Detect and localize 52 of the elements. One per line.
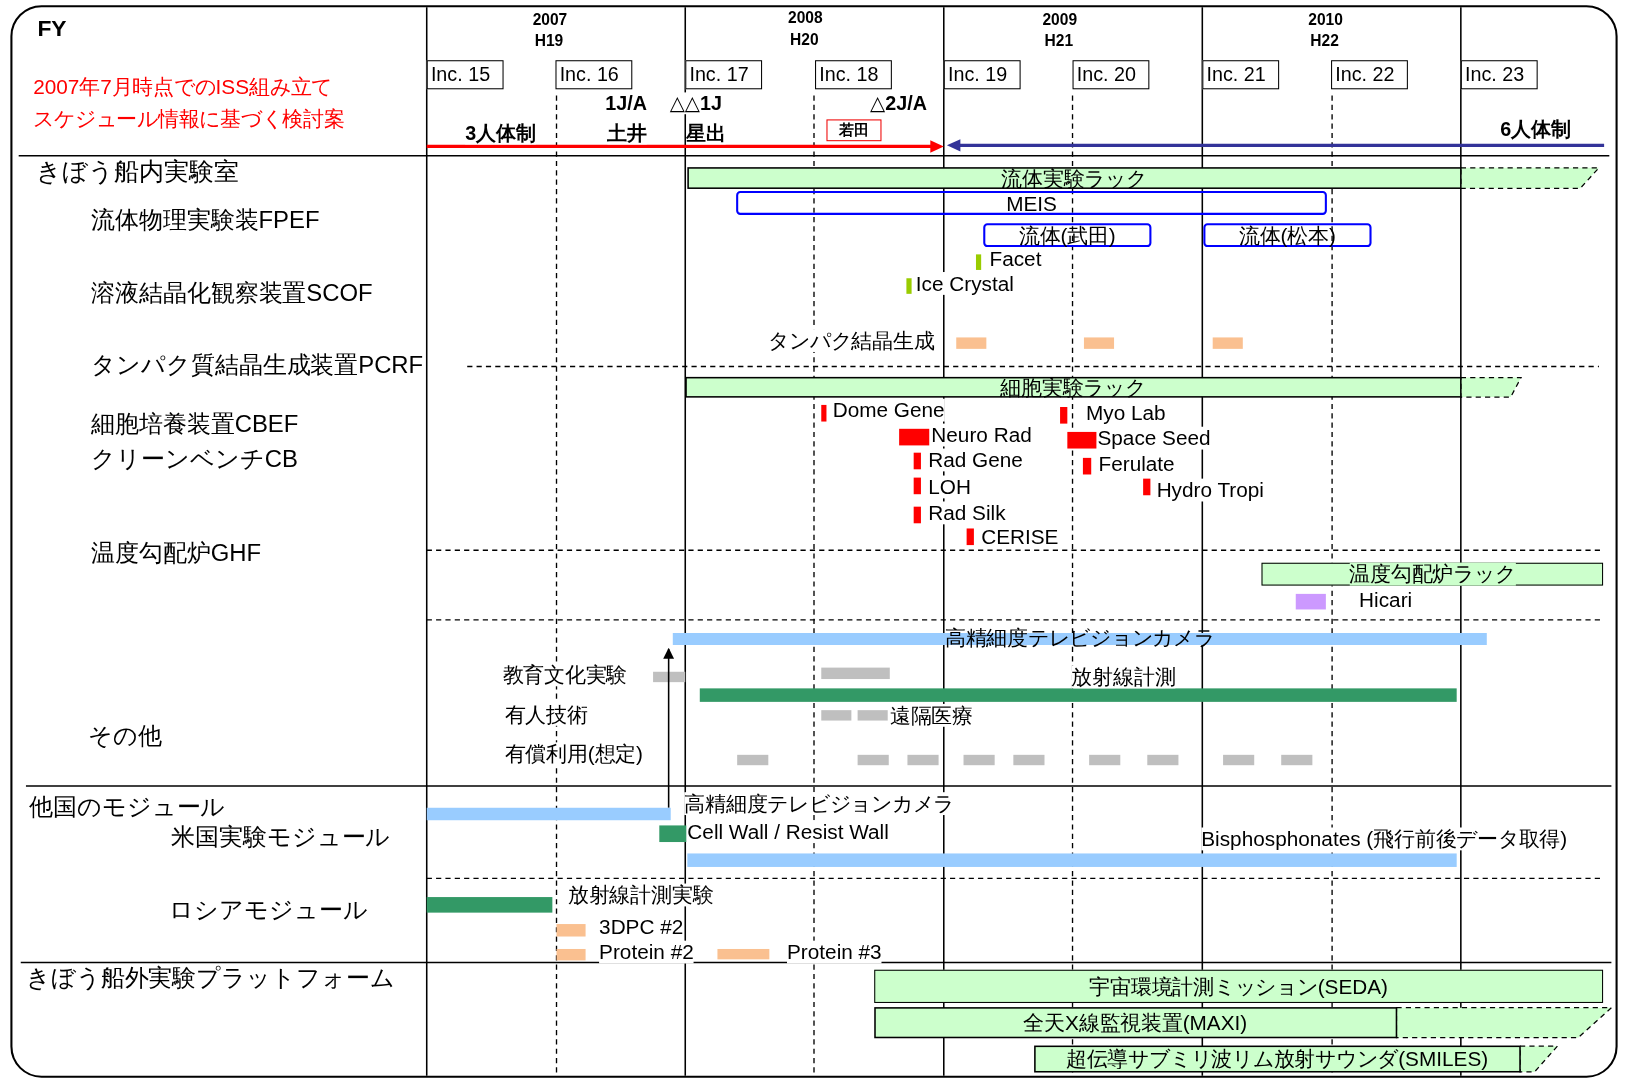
label-text: Hydro Tropi [1156, 478, 1264, 502]
label-text: Space Seed [1097, 426, 1211, 450]
schedule-bar: 流体(松本) [1203, 223, 1372, 248]
label-text: 温度勾配炉GHF [91, 539, 262, 567]
increment-box: Inc. 22 [1331, 60, 1408, 90]
schedule-bar [687, 853, 1457, 867]
increment-box: Inc. 21 [1202, 60, 1280, 90]
label-text: 教育文化実験 [502, 663, 628, 687]
increment-box: Inc. 16 [555, 60, 633, 90]
schedule-bar [699, 688, 1457, 702]
crew-tag: 若田 [826, 119, 882, 142]
increment-box: Inc. 17 [685, 60, 763, 90]
label-text: きぼう船内実験室 [36, 157, 239, 186]
increment-box: Inc. 23 [1460, 60, 1538, 90]
schedule-bar: 温度勾配炉ラック [1261, 562, 1604, 586]
label-text: △△1J [669, 92, 722, 115]
label-text: △2J/A [870, 92, 927, 115]
label-text: Rad Gene [928, 448, 1023, 472]
schedule-bar: 流体(武田) [983, 223, 1152, 248]
label-text: クリーンベンチCB [91, 446, 298, 474]
label-text: 細胞培養装置CBEF [91, 411, 299, 438]
increment-box: Inc. 18 [815, 60, 892, 90]
arrow [663, 647, 675, 809]
schedule-bar [426, 897, 553, 913]
increment-box: Inc. 15 [426, 60, 504, 90]
label-text: 6人体制 [1500, 118, 1571, 141]
label-text: Ice Crystal [915, 272, 1014, 296]
label-text: 放射線計測 [1071, 665, 1176, 689]
label-text: Protein #2 [599, 940, 694, 964]
label-text: 3人体制 [465, 122, 536, 145]
schedule-bar: 宇宙環境計測ミッション(SEDA) [874, 969, 1604, 1003]
label-text: 有償利用(想定) [504, 742, 644, 766]
label-text: Dome Gene [832, 398, 945, 422]
label-text: Rad Silk [928, 501, 1006, 525]
label-text: 星出 [686, 122, 726, 145]
increment-box: Inc. 19 [943, 60, 1021, 90]
label-text: 他国のモジュール [29, 794, 226, 821]
label-text: 放射線計測実験 [567, 883, 714, 907]
label-text: 有人技術 [504, 702, 588, 727]
label-text: 土井 [607, 122, 647, 145]
label-text: タンパク結晶生成 [768, 329, 935, 353]
label-text: Neuro Rad [931, 423, 1032, 447]
schedule-bar: MEIS [736, 191, 1327, 215]
label-text: Protein #3 [787, 940, 882, 964]
increment-box: Inc. 20 [1072, 60, 1150, 90]
label-text: 2007年7月時点でのISS組み立てスケジュール情報に基づく検討案 [33, 74, 346, 132]
label-text: タンパク質結晶生成装置PCRF [91, 351, 424, 379]
label-text: 米国実験モジュール [171, 824, 391, 852]
label-text: その他 [88, 723, 162, 751]
schedule-bar [426, 807, 671, 821]
label-text: LOH [928, 475, 971, 499]
label-text: 流体物理実験装FPEF [91, 207, 320, 235]
